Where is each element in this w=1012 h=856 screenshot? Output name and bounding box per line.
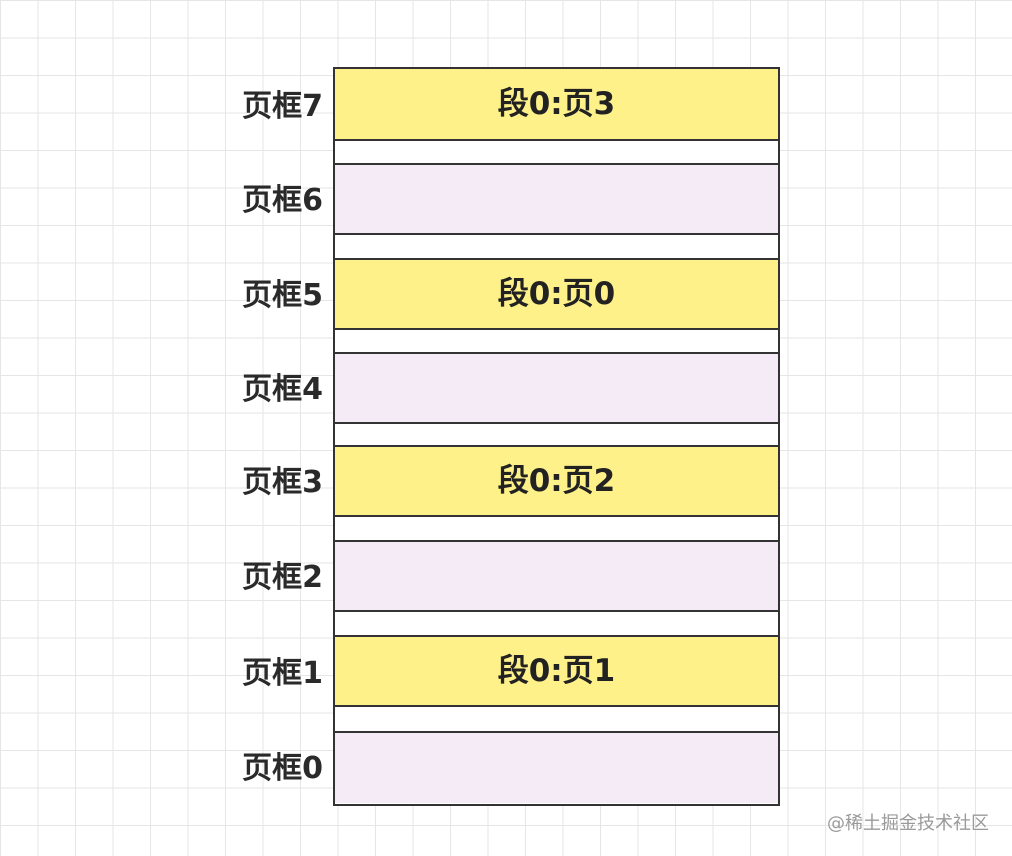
frame-cell-0 bbox=[335, 731, 778, 803]
memory-frame-column: 段0:页3 段0:页0 段0:页2 段0:页1 bbox=[333, 67, 780, 806]
frame-cell-6 bbox=[335, 163, 778, 235]
frame-cell-3-text: 段0:页2 bbox=[497, 462, 616, 499]
frame-label-6: 页框6 bbox=[242, 183, 323, 218]
frame-label-0: 页框0 bbox=[242, 751, 323, 786]
frame-label-1: 页框1 bbox=[242, 656, 323, 691]
frame-cell-4 bbox=[335, 352, 778, 424]
frame-cell-3: 段0:页2 bbox=[335, 445, 778, 517]
frame-cell-7-text: 段0:页3 bbox=[497, 85, 616, 122]
frame-cell-1: 段0:页1 bbox=[335, 635, 778, 707]
frame-label-3: 页框3 bbox=[242, 465, 323, 500]
watermark-text: @稀土掘金技术社区 bbox=[827, 813, 989, 834]
frame-cell-7: 段0:页3 bbox=[335, 69, 778, 141]
frame-label-5: 页框5 bbox=[242, 278, 323, 313]
frame-label-7: 页框7 bbox=[242, 89, 323, 124]
frame-cell-5-text: 段0:页0 bbox=[497, 275, 616, 312]
frame-cell-2 bbox=[335, 540, 778, 612]
frame-cell-1-text: 段0:页1 bbox=[497, 652, 616, 689]
frame-cell-5: 段0:页0 bbox=[335, 258, 778, 330]
frame-label-2: 页框2 bbox=[242, 560, 323, 595]
frame-label-4: 页框4 bbox=[242, 372, 323, 407]
